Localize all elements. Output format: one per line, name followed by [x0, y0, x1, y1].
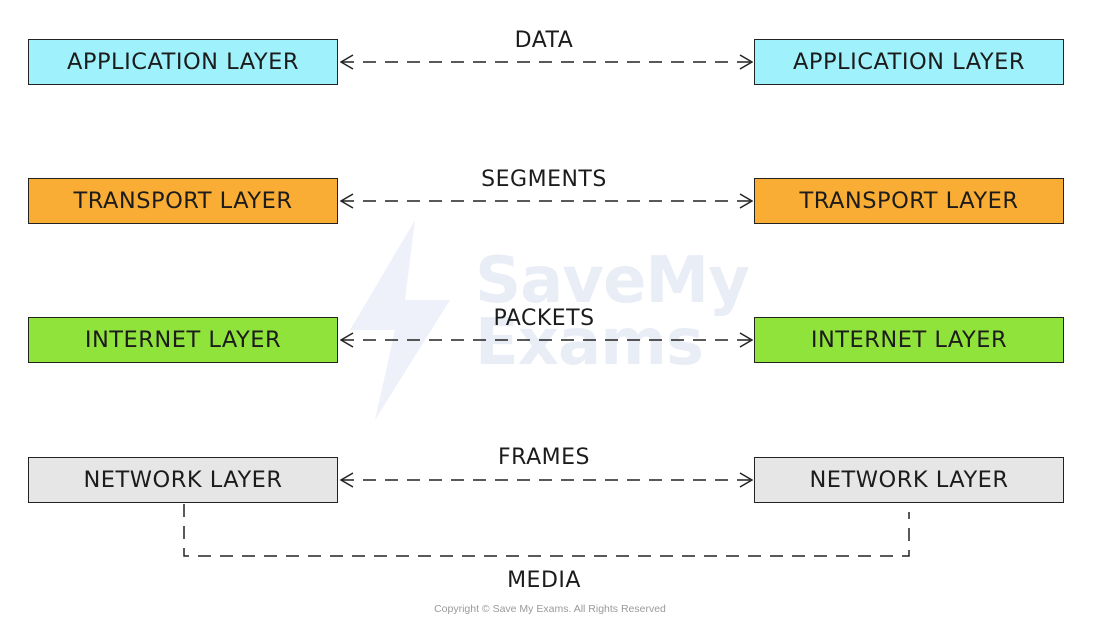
right-network-layer-box: NETWORK LAYER	[754, 457, 1064, 503]
media-connector	[183, 504, 910, 557]
left-network-layer-box: NETWORK LAYER	[28, 457, 338, 503]
right-application-layer-box: APPLICATION LAYER	[754, 39, 1064, 85]
right-internet-layer-box: INTERNET LAYER	[754, 317, 1064, 363]
frames-label: FRAMES	[498, 445, 590, 470]
left-transport-layer-box: TRANSPORT LAYER	[28, 178, 338, 224]
segments-label: SEGMENTS	[481, 167, 607, 192]
right-transport-layer-box: TRANSPORT LAYER	[754, 178, 1064, 224]
copyright-notice: Copyright © Save My Exams. All Rights Re…	[434, 603, 666, 615]
watermark-bolt-icon	[350, 220, 450, 420]
left-application-layer-box: APPLICATION LAYER	[28, 39, 338, 85]
data-label: DATA	[514, 28, 574, 53]
watermark: SaveMy Exams	[475, 244, 750, 375]
left-internet-layer-box: INTERNET LAYER	[28, 317, 338, 363]
packets-label: PACKETS	[493, 306, 595, 331]
media-label: MEDIA	[507, 568, 581, 593]
watermark-line-1: SaveMy	[475, 244, 750, 318]
